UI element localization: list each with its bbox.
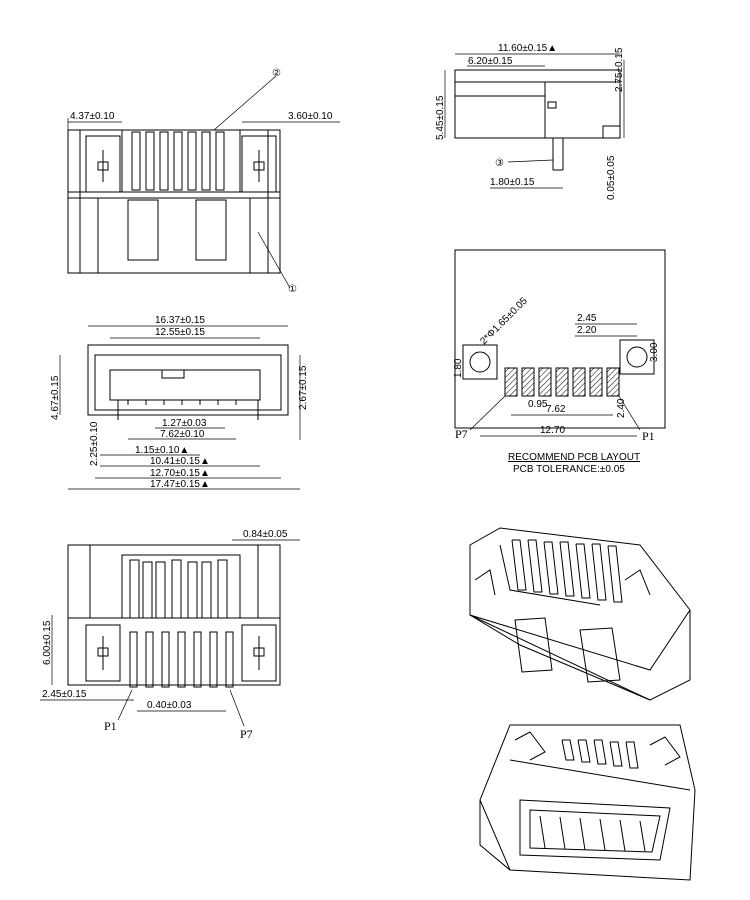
dim-1255: 12.55±0.15 [155, 327, 205, 338]
dim-300: 3.00 [649, 342, 660, 362]
dim-1041: 10.41±0.15▲ [150, 456, 210, 467]
bottom-pin-p1: P1 [104, 719, 117, 733]
isometric-1-contacts [511, 539, 623, 603]
pcb-note-title: RECOMMEND PCB LAYOUT [508, 452, 640, 463]
dim-1160: 11.60±0.15▲ [498, 43, 557, 54]
dim-180-pcb: 1.80 [453, 358, 464, 378]
dim-545: 5.45±0.15 [435, 95, 446, 140]
dim-1637: 16.37±0.15 [155, 315, 205, 326]
pad-p7 [504, 367, 518, 397]
pad-p1 [606, 367, 620, 397]
dim-437: 4.37±0.10 [70, 111, 115, 122]
pin-label-p7: P7 [455, 427, 468, 441]
dim-762-pcb: 7.62 [546, 404, 566, 415]
pad-5 [538, 367, 552, 397]
dim-240: 2.40 [616, 398, 627, 418]
bottom-contacts-upper [129, 559, 228, 619]
pcb-note-tolerance: PCB TOLERANCE:±0.05 [513, 464, 625, 475]
isometric-view-1 [469, 527, 691, 701]
dim-hole: 2*Φ1.65±0.05 [478, 295, 530, 347]
dim-245: 2.45 [577, 313, 597, 324]
dim-1270: 12.70±0.15▲ [150, 468, 210, 479]
dim-245-bottom: 2.45±0.15 [42, 689, 87, 700]
dim-360: 3.60±0.10 [288, 111, 333, 122]
pad-2 [589, 367, 603, 397]
dim-115: 1.15±0.10▲ [135, 445, 189, 456]
dim-467: 4.67±0.15 [50, 375, 61, 420]
front-view: 16.37±0.15 12.55±0.15 1.27±0.03 7.62±0.1… [50, 315, 309, 490]
dim-275: 2.75±0.15 [614, 47, 625, 92]
dim-600: 6.00±0.15 [42, 620, 53, 665]
top-contacts [131, 131, 225, 191]
left-peg-block [85, 135, 121, 193]
dim-127: 1.27±0.03 [162, 418, 207, 429]
dim-1747: 17.47±0.15▲ [150, 479, 210, 490]
isometric-2-contacts [561, 739, 639, 769]
pad-3 [572, 367, 586, 397]
dim-180: 1.80±0.15 [490, 177, 535, 188]
pcb-pads [504, 367, 620, 397]
callout-3: ③ [495, 158, 504, 169]
pad-4 [555, 367, 569, 397]
dim-220: 2.20 [577, 325, 597, 336]
mount-hole-left [469, 351, 491, 373]
pcb-outline [454, 249, 666, 429]
pcb-layout: 2*Φ1.65±0.05 2.45 2.20 1.80 3.00 0.95 7.… [453, 249, 666, 475]
side-view: 11.60±0.15▲ 6.20±0.15 5.45±0.15 2.75±0.1… [435, 43, 625, 200]
mount-hole-right [626, 346, 648, 368]
dim-225: 2.25±0.10 [89, 421, 100, 466]
bottom-pin-p7: P7 [240, 727, 253, 741]
side-view-outline [454, 69, 621, 139]
bottom-view-outline [67, 544, 281, 686]
front-view-outline [87, 344, 289, 416]
dim-267: 2.67±0.15 [298, 365, 309, 410]
dim-040: 0.40±0.03 [147, 700, 192, 711]
dim-1270-pcb: 12.70 [540, 425, 565, 436]
callout-2: ② [272, 68, 281, 79]
callout-1: ① [288, 284, 297, 295]
bottom-contacts-lower [129, 631, 234, 688]
pin-label-p1: P1 [642, 429, 655, 443]
right-peg-block [241, 135, 277, 193]
dim-005: 0.05±0.05 [606, 155, 617, 200]
top-view: 4.37±0.10 3.60±0.10 ② ① [67, 68, 340, 295]
isometric-view-2 [479, 724, 696, 881]
front-contacts [127, 400, 237, 405]
dim-084: 0.84±0.05 [243, 529, 288, 540]
pad-6 [521, 367, 535, 397]
bottom-view: 0.84±0.05 6.00±0.15 2.45±0.15 0.40±0.03 … [40, 529, 300, 741]
dim-762: 7.62±0.10 [160, 429, 205, 440]
dim-620: 6.20±0.15 [468, 56, 513, 67]
dim-095: 0.95 [528, 399, 548, 410]
